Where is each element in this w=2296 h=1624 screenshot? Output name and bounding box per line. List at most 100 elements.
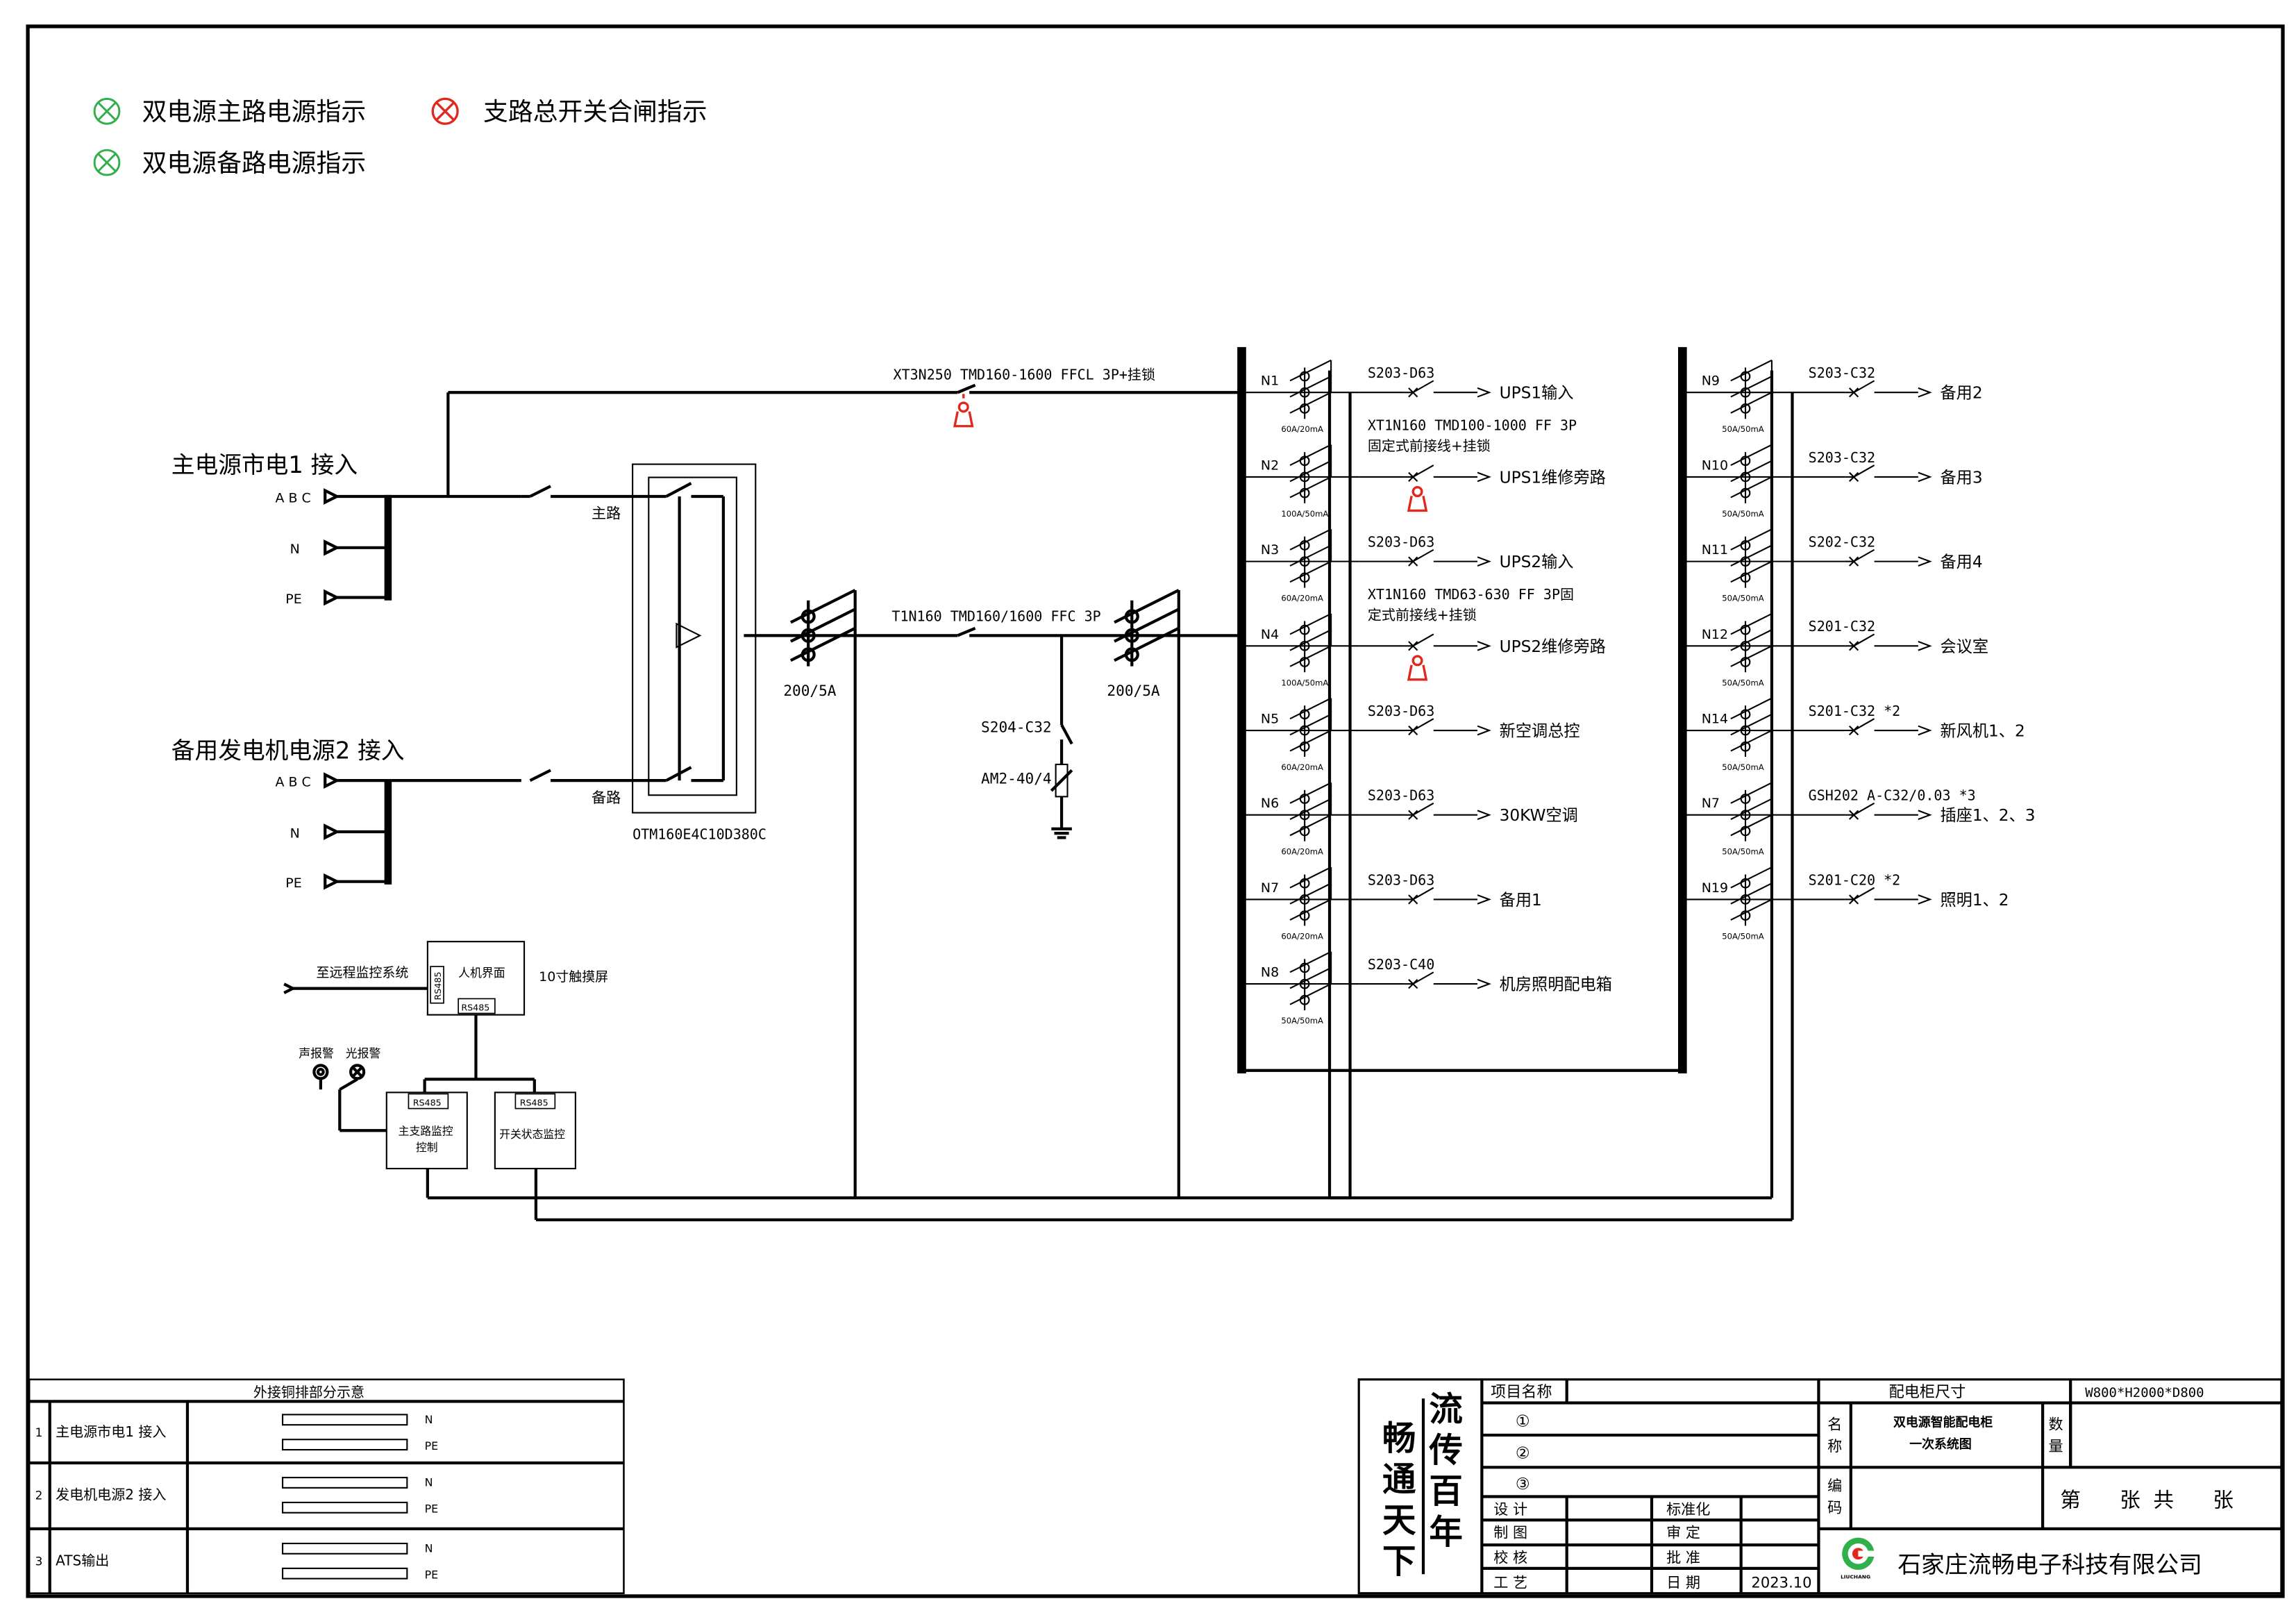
circuit-ct-rating: 50A/50mA xyxy=(1722,678,1764,687)
circuit-ct-rating: 50A/50mA xyxy=(1722,424,1764,434)
arrow-icon xyxy=(1918,810,1932,821)
circuit-breaker-model: S203-D63 xyxy=(1368,787,1434,804)
circuit-ct-rating: 50A/50mA xyxy=(1722,931,1764,941)
arrow-icon xyxy=(1477,641,1491,651)
approve-label: 批 准 xyxy=(1666,1548,1700,1566)
ct-icon xyxy=(1730,528,1773,588)
arrow-icon xyxy=(1477,978,1491,989)
main-input-title: 主电源市电1 接入 xyxy=(171,451,358,478)
circuit-ct-rating: 60A/20mA xyxy=(1281,762,1323,772)
circuit-destination: 30KW空调 xyxy=(1500,806,1578,825)
circuit-id: N14 xyxy=(1702,711,1728,726)
switch-rs485: RS485 xyxy=(520,1097,548,1107)
circuit-ct-rating: 100A/50mA xyxy=(1281,509,1328,519)
circuit-breaker-model: S201-C32 xyxy=(1809,618,1875,635)
review-label: 审 定 xyxy=(1666,1524,1700,1541)
circuit-ct-rating: 60A/20mA xyxy=(1281,847,1323,857)
arrow-icon xyxy=(1918,471,1932,483)
ct-icon xyxy=(1289,782,1332,842)
breaker-icon xyxy=(1845,887,1875,905)
circuit-breaker-model: S203-D63 xyxy=(1368,365,1434,381)
bypass-breaker: XT3N250 TMD160-1600 FFCL 3P+挂锁 xyxy=(448,366,1245,428)
process-label: 工 艺 xyxy=(1493,1573,1527,1591)
pe-label: PE xyxy=(285,592,301,607)
arrow-icon xyxy=(1918,387,1932,398)
bar-n xyxy=(281,1542,408,1555)
legend-backup-power: 双电源备路电源指示 xyxy=(142,149,367,178)
bar-pe-label: PE xyxy=(425,1502,439,1516)
bar-n-label: N xyxy=(425,1542,433,1555)
circuit-breaker-model: S202-C32 xyxy=(1809,534,1875,551)
bar-pe xyxy=(281,1567,408,1580)
ctrl-rs485: RS485 xyxy=(413,1097,442,1107)
breaker-icon xyxy=(1404,549,1434,567)
circuit-destination: 备用3 xyxy=(1940,468,1982,487)
circuit-breaker-model: S203-D63 xyxy=(1368,703,1434,719)
bar-n-label: N xyxy=(425,1476,433,1489)
bar-pe-label: PE xyxy=(425,1439,439,1453)
breaker-icon xyxy=(1845,802,1875,820)
circuit-N6: N6 60A/20mA S203-D63 30KW空调 xyxy=(1244,782,1578,857)
circuit-id: N4 xyxy=(1261,627,1279,642)
circuit-id: N3 xyxy=(1261,542,1279,558)
code-label-2: 码 xyxy=(1827,1499,1842,1516)
ct-icon xyxy=(1730,867,1773,926)
ct-icon xyxy=(1730,612,1773,673)
padlock-icon xyxy=(1407,655,1428,681)
circuit-destination: UPS2输入 xyxy=(1500,553,1574,571)
hmi-rs485: RS485 xyxy=(433,972,443,1001)
breaker-icon xyxy=(1845,633,1875,651)
arrow-icon xyxy=(1918,556,1932,567)
breaker-icon xyxy=(1845,464,1875,483)
padlock-icon xyxy=(1407,486,1428,512)
circuit-ct-rating: 50A/50mA xyxy=(1281,1016,1323,1026)
circuit-id: N2 xyxy=(1261,458,1279,473)
ct-icon xyxy=(1289,867,1332,926)
sheet-count: 第 张 共 张 xyxy=(2060,1488,2233,1512)
circle-2: ② xyxy=(1516,1444,1530,1463)
arrow-icon xyxy=(1918,725,1932,736)
date-label: 日 期 xyxy=(1666,1573,1700,1591)
ats-main-label: 主路 xyxy=(592,505,621,522)
bar-n-label: N xyxy=(425,1413,433,1426)
ct-icon xyxy=(1730,697,1773,757)
row-number: 2 xyxy=(35,1489,43,1502)
spd-arrester-label: AM2-40/4 xyxy=(981,769,1052,787)
ct-right-icon xyxy=(1114,589,1180,667)
hmi-rs485-bottom: RS485 xyxy=(461,1002,489,1012)
circuit-id: N1 xyxy=(1261,374,1279,389)
ct-icon xyxy=(1289,697,1332,757)
ct-icon xyxy=(1730,359,1773,419)
breaker-icon xyxy=(1404,887,1434,905)
breaker-icon xyxy=(1845,380,1875,398)
ct-icon xyxy=(1289,444,1332,503)
legend-main-power: 双电源主路电源指示 xyxy=(142,98,367,126)
drawing-name-2: 一次系统图 xyxy=(1909,1437,1972,1452)
arrow-icon xyxy=(1477,471,1491,483)
breaker-icon xyxy=(1845,718,1875,736)
company-name: 石家庄流畅电子科技有限公司 xyxy=(1897,1551,2202,1578)
circuit-id: N11 xyxy=(1702,542,1728,558)
circuit-breaker-model: S203-C40 xyxy=(1368,956,1434,973)
arrow-icon xyxy=(1477,894,1491,905)
circuit-destination: 备用4 xyxy=(1940,553,1982,571)
circuit-destination: UPS1维修旁路 xyxy=(1500,468,1606,487)
ats-switch: 主路 备路 OTM160E4C10D380C xyxy=(521,463,803,843)
circuit-id: N9 xyxy=(1702,374,1720,389)
design-label: 设 计 xyxy=(1493,1500,1527,1518)
code-label-1: 编 xyxy=(1827,1477,1842,1494)
circuit-id: N7 xyxy=(1261,880,1279,896)
ct-right-label: 200/5A xyxy=(1107,682,1159,699)
circuit-id: N6 xyxy=(1261,796,1279,811)
breaker-icon xyxy=(1404,802,1434,820)
circuit-ct-rating: 50A/50mA xyxy=(1722,509,1764,519)
circuit-ct-rating: 60A/20mA xyxy=(1281,594,1323,603)
ct-left-icon xyxy=(789,589,857,667)
pe-label: PE xyxy=(285,876,301,891)
circuit-breaker-model: GSH202 A-C32/0.03 *3 xyxy=(1809,787,1976,804)
